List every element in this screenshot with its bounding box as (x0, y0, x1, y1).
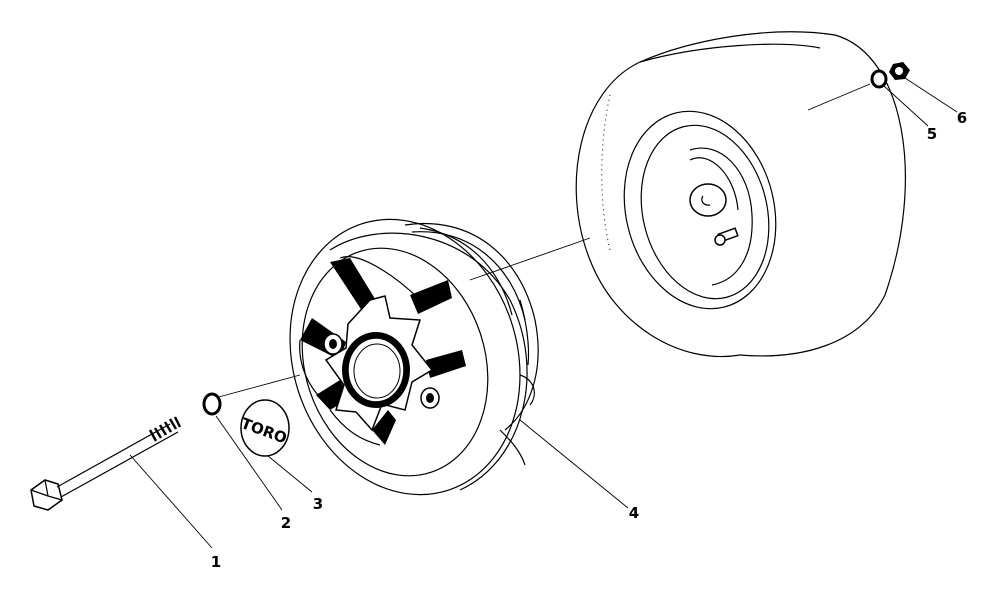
callout-1: 1 (211, 553, 221, 571)
hub-cap: TORO (239, 399, 290, 457)
axle-bolt (30, 416, 182, 511)
leader-lines (129, 77, 958, 549)
valve-stem (714, 227, 739, 246)
callout-5: 5 (927, 125, 937, 143)
callout-3: 3 (313, 495, 323, 513)
wheel-rim (289, 218, 539, 496)
lock-washer (870, 69, 888, 89)
bolt-threads (148, 416, 182, 442)
flat-washer (202, 392, 222, 416)
callout-6: 6 (957, 109, 967, 127)
callout-2: 2 (281, 514, 291, 532)
tire (575, 31, 906, 357)
assembly-axis-line (214, 83, 871, 399)
hub-center (342, 332, 410, 408)
hex-nut (889, 62, 910, 80)
callout-labels: 1 2 3 4 5 6 (211, 109, 967, 571)
bolt-boss-top (323, 333, 343, 355)
bolt-boss-bottom (420, 387, 440, 409)
callout-4: 4 (629, 504, 639, 522)
